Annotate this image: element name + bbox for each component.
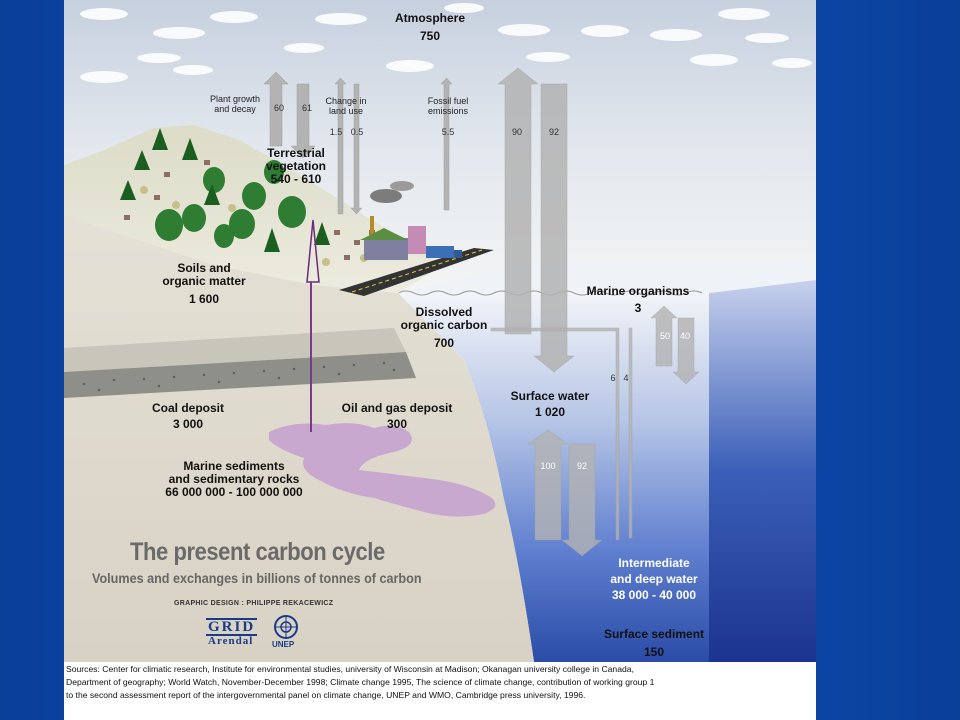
fossil-flux-label: Fossil fuel emissions <box>427 96 469 116</box>
plant-flux-label: Plant growth and decay <box>209 94 261 114</box>
landuse-value-a: 1.5 <box>329 127 343 137</box>
fossil-value: 5.5 <box>441 127 455 137</box>
truck <box>426 246 462 258</box>
arendal-logo-text: Arendal <box>208 635 254 647</box>
slide-content: Atmosphere 750 Plant growth and decay 60… <box>64 0 816 720</box>
coal-label: Coal deposit 3 000 <box>151 401 225 432</box>
oil-gas-deposit <box>269 423 496 517</box>
marine-value-a: 50 <box>659 331 671 341</box>
landuse-value-b: 0.5 <box>350 127 364 137</box>
plant-up-value: 60 <box>273 103 285 113</box>
plant-down-value: 61 <box>301 103 313 113</box>
unep-logo-text: UNEP <box>272 640 295 649</box>
terrestrial-label: Terrestrial vegetation 540 - 610 <box>265 146 327 187</box>
unep-emblem-icon <box>274 615 298 639</box>
sources-note: Sources: Center for climatic research, I… <box>66 663 814 702</box>
coal-layer <box>64 328 406 372</box>
sources-line-1: Sources: Center for climatic research, I… <box>66 664 634 674</box>
clouds <box>80 3 812 83</box>
dissolved-flux-b: 4 <box>623 373 629 383</box>
design-credit: GRAPHIC DESIGN : PHILIPPE REKACEWICZ <box>174 600 334 607</box>
dissolved-flux-a: 6 <box>610 373 616 383</box>
oil-derrick <box>306 219 320 283</box>
grid-arendal-logo: GRID Arendal <box>206 618 270 648</box>
ocean-side <box>709 280 816 662</box>
dissolved-label: Dissolved organic carbon 700 <box>400 305 488 351</box>
marine-organisms-label: Marine organisms 3 <box>586 284 690 316</box>
chart-subtitle: Volumes and exchanges in billions of ton… <box>92 570 422 586</box>
coal-texture <box>82 361 396 392</box>
road <box>339 248 494 296</box>
drill-pipe <box>310 282 312 432</box>
flux-arrows <box>263 67 700 557</box>
marine-sediments-label: Marine sediments and sedimentary rocks 6… <box>165 459 303 500</box>
deep-down-value: 92 <box>576 461 588 471</box>
surface-sediment-label: Surface sediment 150 <box>603 627 705 660</box>
landuse-flux-label: Change in land use <box>325 96 367 116</box>
marine-value-b: 40 <box>679 331 691 341</box>
deep-up-value: 100 <box>540 461 556 471</box>
chart-title: The present carbon cycle <box>130 538 385 566</box>
ocean-down-value: 92 <box>548 127 560 137</box>
factory <box>360 181 426 260</box>
carbon-cycle-illustration <box>64 0 816 662</box>
unep-logo: UNEP <box>270 614 302 650</box>
atmosphere-label: Atmosphere 750 <box>394 11 466 44</box>
soils-label: Soils and organic matter 1 600 <box>162 261 246 307</box>
grid-logo-text: GRID <box>206 618 258 636</box>
sources-line-3: to the second assessment report of the i… <box>66 690 586 700</box>
oil-gas-label: Oil and gas deposit 300 <box>341 401 453 432</box>
ocean-surface <box>398 260 816 293</box>
coal-layer-dark <box>64 352 416 398</box>
surface-water-label: Surface water 1 020 <box>510 389 590 420</box>
deep-water-label: Intermediate and deep water 38 000 - 40 … <box>610 556 698 603</box>
sources-line-2: Department of geography; World Watch, No… <box>66 677 655 687</box>
ocean-up-value: 90 <box>511 127 523 137</box>
